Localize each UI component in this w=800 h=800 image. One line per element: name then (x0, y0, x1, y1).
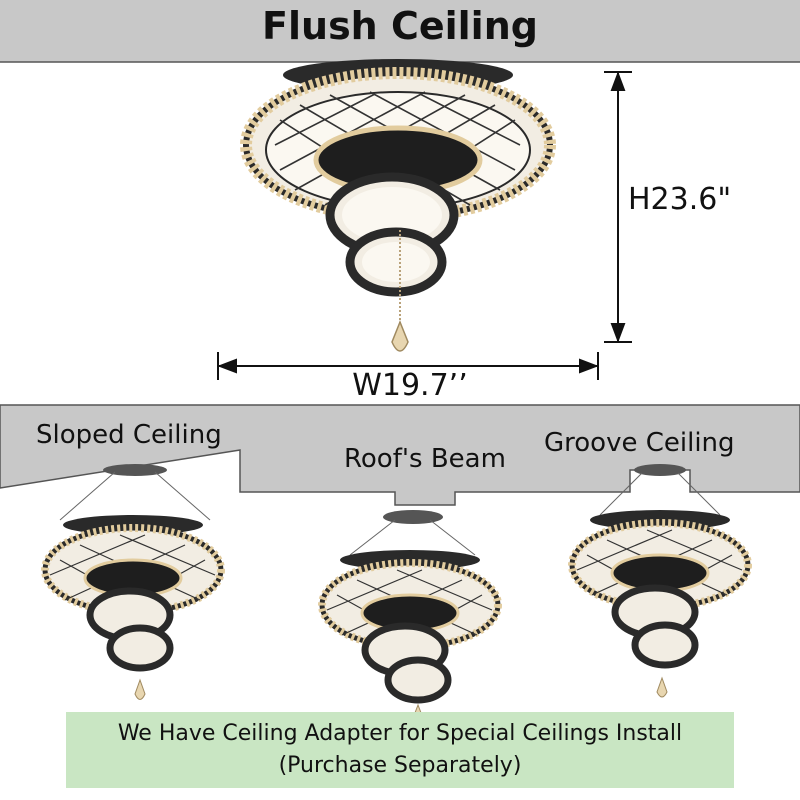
width-label: W19.7’’ (352, 368, 468, 403)
roof-beam-chandelier-illustration (318, 510, 502, 724)
adapter-note-line2: (Purchase Separately) (278, 753, 522, 778)
adapter-note: We Have Ceiling Adapter for Special Ceil… (66, 712, 734, 788)
flush-ceiling-band (0, 0, 800, 62)
adapter-note-line1: We Have Ceiling Adapter for Special Ceil… (117, 721, 683, 746)
sloped-ceiling-label: Sloped Ceiling (36, 420, 222, 450)
lower-ceiling-shape (0, 404, 800, 506)
sloped-ceiling-chandelier-illustration (41, 464, 225, 700)
groove-ceiling-chandelier-illustration (568, 464, 752, 698)
page-title: Flush Ceiling (262, 4, 538, 48)
groove-ceiling-label: Groove Ceiling (544, 428, 735, 458)
roof-beam-label: Roof's Beam (344, 444, 506, 474)
height-dimension-line (604, 71, 632, 343)
height-label: H23.6" (628, 182, 732, 217)
flush-chandelier-illustration (240, 59, 556, 352)
width-dimension-line (217, 352, 599, 380)
